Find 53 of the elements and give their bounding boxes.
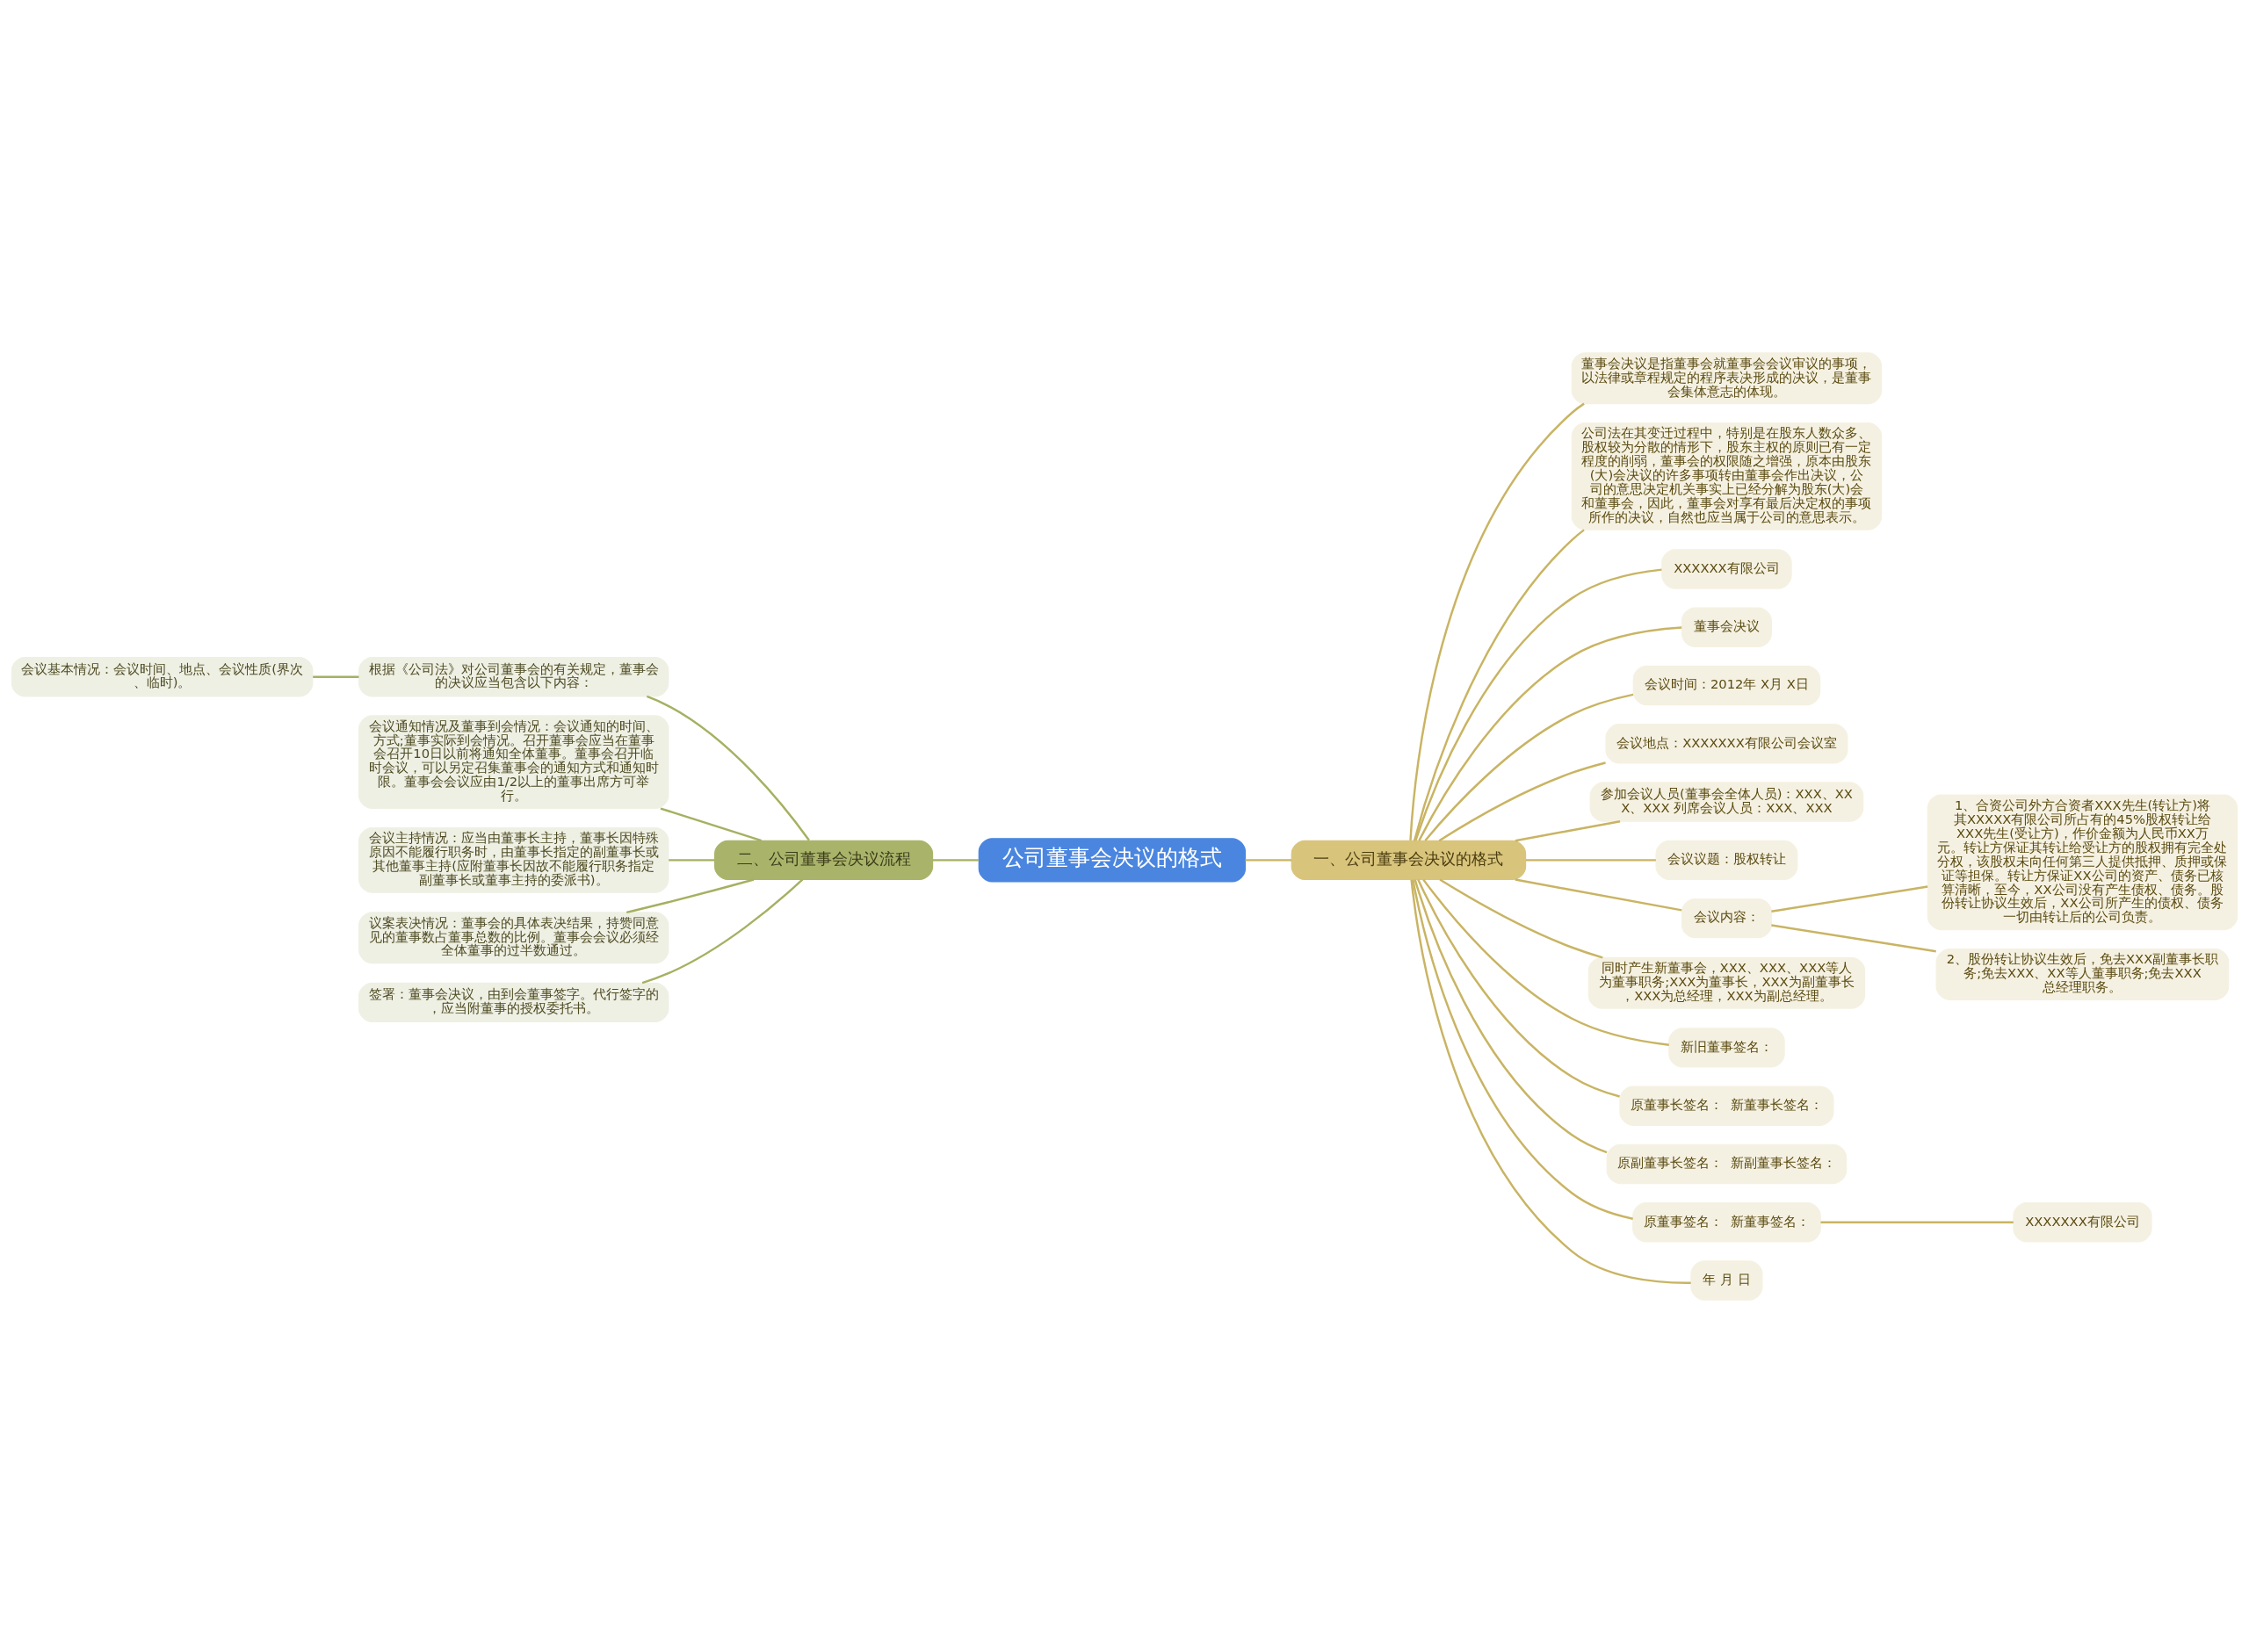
node-box: 会议主持情况：应当由董事长主持，董事长因特殊原因不能履行职务时，由董事长指定的副董事长或其他董事主持(应附董事长因故不能履行职务指定副董事长或董事主持的委派书)。 — [358, 826, 669, 893]
connector — [646, 695, 810, 841]
connector — [1771, 884, 1928, 913]
node-box: 同时产生新董事会，XXX、XXX、XXX等人为董事职务;XXX为董事长，XXX为副董事长，XXX为总经理，XXX为副总经理。 — [1587, 956, 1866, 1009]
connector — [1414, 878, 1608, 1153]
connector — [1422, 878, 1669, 1046]
connector — [933, 858, 979, 862]
connector — [1438, 761, 1606, 841]
connector — [660, 806, 763, 841]
node-box: 原董事签名： 新董事签名： — [1632, 1201, 1821, 1242]
node-box: 会议议题：股权转让 — [1655, 840, 1798, 880]
connector — [1439, 877, 1603, 959]
connector — [1771, 923, 1936, 952]
node-box: 一、公司董事会决议的格式 — [1291, 840, 1527, 880]
node-box: 签署：董事会决议，由到会董事签字。代行签字的，应当附董事的授权委托书。 — [358, 982, 669, 1022]
connector — [1820, 1221, 2014, 1223]
node-box: 会议通知情况及董事到会情况：会议通知的时间、方式;董事实际到会情况。召开董事会应当在董事会召开10日以前将通知全体董事。董事会召开临时会议，可以另定召集董事会的通知方式和通知时限。董事会会议应由1/2以上的董事出席方可举行。 — [358, 714, 669, 809]
connector — [626, 877, 755, 913]
connector — [313, 675, 359, 678]
node-box: 年 月 日 — [1690, 1259, 1763, 1301]
node-box: 根据《公司法》对公司董事会的有关规定，董事会的决议应当包含以下内容： — [358, 656, 669, 696]
connector — [1515, 819, 1621, 841]
connector — [1410, 879, 1691, 1284]
node-box: 原副董事长签名： 新副董事长签名： — [1606, 1143, 1848, 1184]
node-box: XXXXXX有限公司 — [1661, 548, 1792, 589]
node-box: 1、合资公司外方合资者XXX先生(转让方)将其XXXXX有限公司所占有的45%股权转让给XXX先生(受让方)，作价金额为人民币XX万元。转让方保证其转让给受让方的股权拥有完全处分权，该股权未向任何第三人提供抵押、质押或保证等担保。转让方保证XX公司的资产、债务已核算清晰，至今，XX公司没有产生债权、债务。股份转让协议生效后，XX公司所产生的债权、债务一切由转让后的公司负责。 — [1927, 794, 2238, 930]
node-box: 公司法在其变迁过程中，特别是在股东人数众多、股权较为分散的情形下，股东主权的原则已有一定程度的削弱，董事会的权限随之增强，原本由股东(大)会决议的许多事项转由董事会作出决议，公司的意思决定机关事实上已经分解为股东(大)会和董事会，因此，董事会对享有最后决定权的事项所作的决议，自然也应当属于公司的意思表示。 — [1571, 422, 1883, 530]
node-box: 会议内容： — [1681, 898, 1772, 938]
connector — [1515, 877, 1682, 912]
connector — [1245, 858, 1292, 862]
node-box: 原董事长签名： 新董事长签名： — [1619, 1085, 1834, 1126]
connector — [641, 878, 804, 984]
node-box: 2、股份转让协议生效后，免去XXX副董事长职务;免去XXX、XX等人董事职务;免去XXX总经理职务。 — [1935, 948, 2230, 1000]
connector — [1409, 402, 1585, 840]
node-box: 新旧董事签名： — [1668, 1027, 1785, 1068]
node-box: 公司董事会决议的格式 — [978, 837, 1247, 882]
node-box: 会议基本情况：会议时间、地点、会议性质(界次、临时)。 — [11, 656, 314, 696]
node-box: 议案表决情况：董事会的具体表决结果，持赞同意见的董事数占董事总数的比例。董事会会议必须经全体董事的过半数通过。 — [358, 911, 669, 963]
connector — [1417, 878, 1620, 1098]
node-box: 二、公司董事会决议流程 — [714, 840, 934, 880]
connector — [1412, 878, 1633, 1220]
node-box: 董事会决议是指董事会就董事会会议审议的事项，以法律或章程规定的程序表决形成的决议，是董事会集体意志的体现。 — [1571, 351, 1883, 404]
connector — [1413, 528, 1585, 841]
node-box: 参加会议人员(董事会全体人员)：XXX、XXX、XXX 列席会议人员：XXX、XXX — [1589, 781, 1864, 822]
node-box: XXXXXXX有限公司 — [2013, 1201, 2152, 1242]
connector — [1424, 693, 1634, 841]
connector — [1526, 858, 1656, 862]
connector — [1418, 625, 1682, 841]
node-box: 会议时间：2012年 X月 X日 — [1632, 665, 1821, 705]
node-box: 会议地点：XXXXXXX有限公司会议室 — [1605, 723, 1848, 763]
connector — [669, 858, 715, 862]
connector — [1414, 567, 1662, 840]
node-box: 董事会决议 — [1681, 607, 1772, 647]
